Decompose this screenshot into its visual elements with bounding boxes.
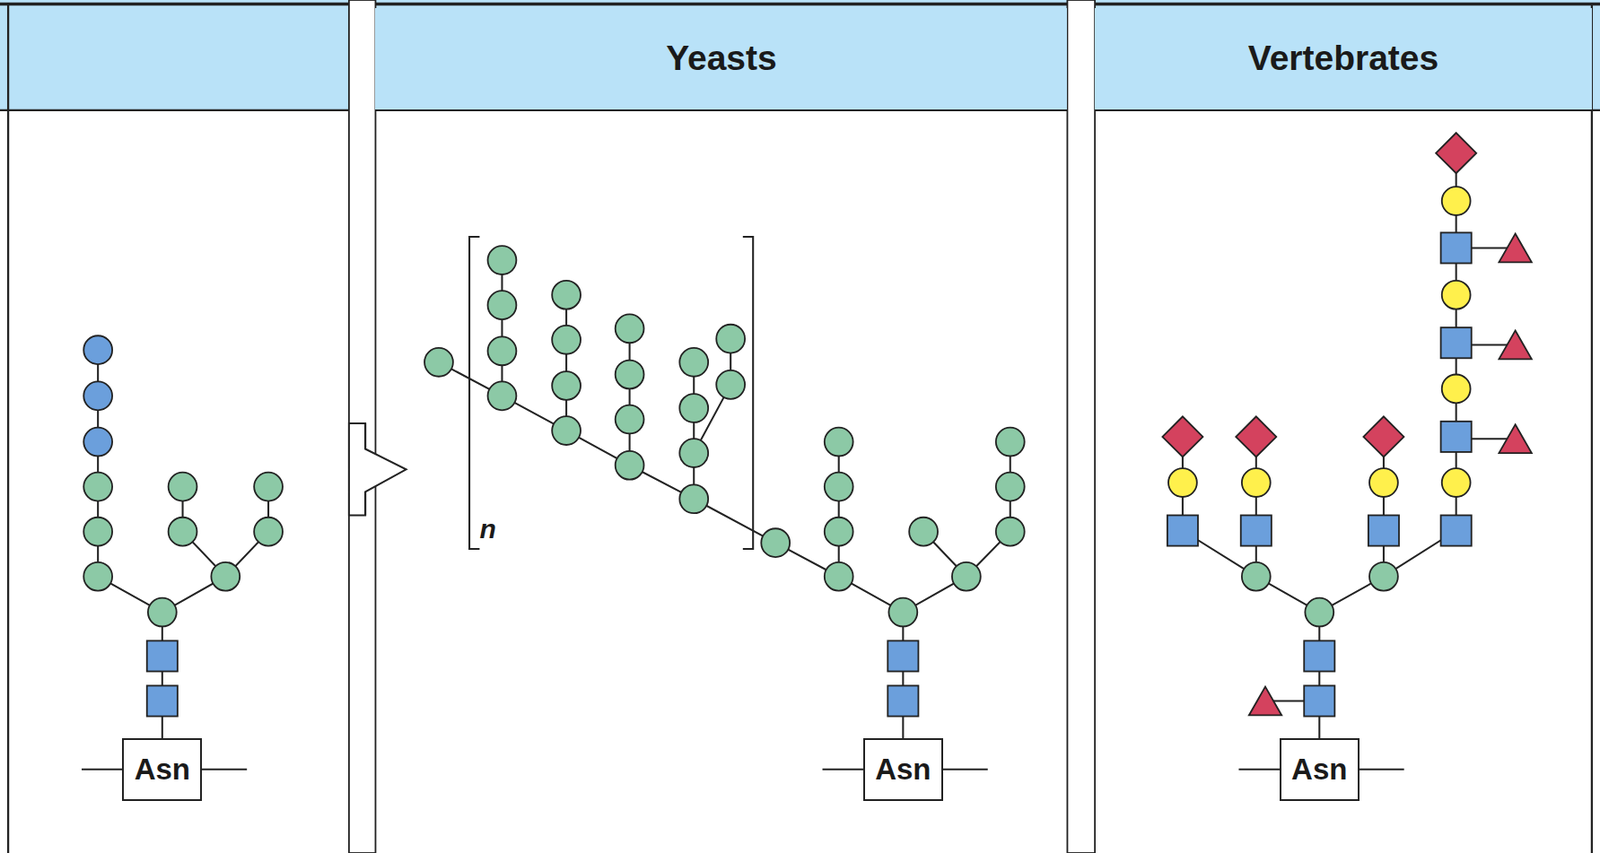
asn-residue-box: Asn: [863, 738, 944, 802]
residue-label: Asn: [874, 752, 931, 787]
asn-residue-box: Asn: [1279, 738, 1360, 802]
repeat-count: n: [479, 514, 496, 545]
asn-residue-box: Asn: [122, 738, 202, 802]
panel-heading: Vertebrates: [1248, 38, 1439, 79]
header-band: Yeasts: [375, 8, 1067, 110]
header-band: Vertebrates: [1094, 8, 1592, 110]
residue-label: Asn: [134, 752, 191, 787]
panel-heading: Yeasts: [665, 38, 778, 79]
residue-label: Asn: [1291, 752, 1347, 787]
